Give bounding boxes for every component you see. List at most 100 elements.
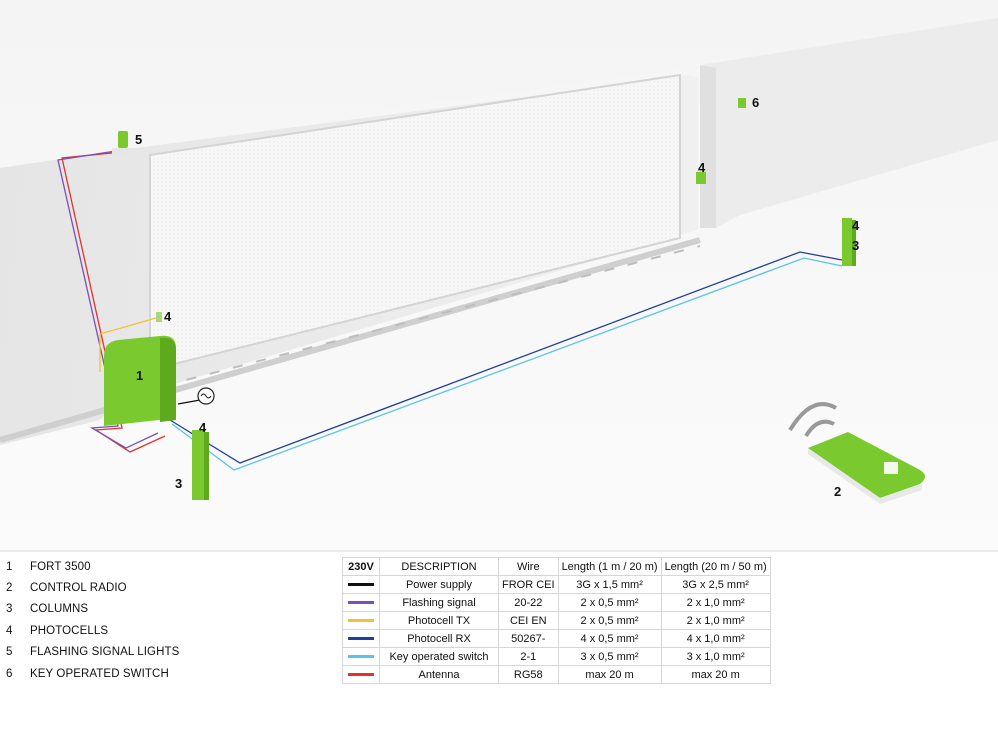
table-header-row: 230V DESCRIPTION Wire Length (1 m / 20 m…: [342, 557, 771, 576]
wire-color-cell: [342, 575, 380, 594]
wire-color-swatch: [348, 673, 374, 677]
wire-type: FROR CEI: [498, 575, 559, 594]
wire-length-short: max 20 m: [557, 665, 662, 684]
remote-body: [808, 432, 925, 498]
gate-panel: [149, 73, 681, 372]
operator-body: [104, 335, 176, 426]
callout-key-switch: 6: [752, 95, 759, 110]
column-right-post: [842, 218, 852, 266]
wire-photocell-tx: [99, 317, 157, 372]
wire-color-cell: [342, 611, 380, 630]
header-voltage: 230V: [342, 557, 380, 576]
column-left-side: [204, 432, 209, 500]
wire-power-supply: [177, 399, 201, 405]
right-wall: [700, 18, 998, 228]
header-length-long: Length (20 m / 50 m): [660, 557, 771, 576]
legend-label: COLUMNS: [30, 603, 89, 616]
wall-top: [0, 70, 690, 168]
wire-color-swatch: [348, 655, 374, 659]
photocell-wall-left: [156, 312, 162, 322]
legend-label: KEY OPERATED SWITCH: [30, 667, 169, 680]
remote-control: [788, 402, 925, 504]
flashing-light-lamp: [118, 131, 128, 148]
legend-label: FLASHING SIGNAL LIGHTS: [30, 646, 180, 659]
mains-wave-icon: [200, 393, 212, 399]
wire-length-short: 3G x 1,5 mm²: [557, 575, 662, 594]
legend-item: 5 FLASHING SIGNAL LIGHTS: [6, 642, 306, 663]
right-wall-face: [700, 65, 716, 228]
legend-label: PHOTOCELLS: [30, 624, 109, 637]
wire-color-swatch: [348, 619, 374, 623]
wire-description: Flashing signal: [379, 593, 499, 612]
legend-num: 1: [6, 560, 13, 573]
legend-num: 6: [6, 667, 13, 680]
wire-color-cell: [342, 647, 380, 666]
installation-diagram: 1 2 3 3 4 4 4 4 5 6: [0, 0, 998, 552]
wire-color-swatch: [348, 601, 374, 605]
wire-description: Photocell RX: [379, 629, 499, 648]
signal-wave-outer-icon: [788, 402, 838, 432]
legend-item: 1 FORT 3500: [6, 556, 306, 577]
legend-num: 5: [6, 646, 13, 659]
wire-length-long: max 20 m: [660, 665, 771, 684]
legend-item: 2 CONTROL RADIO: [6, 577, 306, 598]
callout-photocell-column-left: 4: [199, 420, 207, 435]
wire-flashing-signal: [57, 149, 159, 449]
legend-item: 4 PHOTOCELLS: [6, 620, 306, 641]
wire-type: 50267-: [498, 629, 559, 648]
operator-side: [160, 337, 176, 422]
wire-spec-table: 230V DESCRIPTION Wire Length (1 m / 20 m…: [342, 557, 771, 684]
wire-length-short: 2 x 0,5 mm²: [557, 593, 662, 612]
legend-label: CONTROL RADIO: [30, 582, 127, 595]
legend-num: 2: [6, 582, 13, 595]
wire-length-long: 2 x 1,0 mm²: [660, 611, 771, 630]
callout-flashing-light: 5: [135, 132, 142, 147]
wire-antenna: [61, 151, 166, 453]
wire-length-long: 4 x 1,0 mm²: [660, 629, 771, 648]
wire-description: Photocell TX: [379, 611, 499, 630]
wire-length-short: 2 x 0,5 mm²: [557, 611, 662, 630]
header-wire: Wire: [498, 557, 559, 576]
callout-photocell-wall-right: 4: [698, 160, 706, 175]
flashing-light: [112, 131, 134, 154]
wire-description: Key operated switch: [379, 647, 499, 666]
gate-operator: [104, 335, 176, 426]
callout-operator: 1: [136, 368, 143, 383]
column-left: [192, 430, 209, 500]
wire-color-cell: [342, 593, 380, 612]
callout-remote: 2: [834, 484, 841, 499]
wire-color-swatch: [348, 583, 374, 587]
gate-rail: [139, 245, 701, 393]
wire-length-short: 4 x 0,5 mm²: [557, 629, 662, 648]
wire-type: 20-22: [498, 593, 559, 612]
wire-color-cell: [342, 665, 380, 684]
callout-column-right: 3: [852, 238, 859, 253]
legend-item: 6 KEY OPERATED SWITCH: [6, 663, 306, 684]
wire-length-long: 3G x 2,5 mm²: [660, 575, 771, 594]
signal-wave-inner-icon: [804, 419, 835, 438]
callout-photocell-wall-left: 4: [164, 309, 172, 324]
column-right: [842, 218, 856, 266]
callout-photocell-column-right: 4: [852, 218, 860, 233]
wire-type: CEI EN: [498, 611, 559, 630]
remote-button: [884, 462, 898, 474]
wire-type: 2-1: [498, 647, 559, 666]
wire-description: Antenna: [379, 665, 499, 684]
wire-length-short: 3 x 0,5 mm²: [557, 647, 662, 666]
header-description: DESCRIPTION: [379, 557, 499, 576]
photocell-wall-right: [696, 172, 706, 184]
column-right-side: [852, 220, 856, 266]
callout-column-left: 3: [175, 476, 182, 491]
key-switch: [738, 98, 746, 108]
remote-edge: [808, 448, 922, 504]
legend-num: 4: [6, 624, 13, 637]
legend-label: FORT 3500: [30, 560, 91, 573]
